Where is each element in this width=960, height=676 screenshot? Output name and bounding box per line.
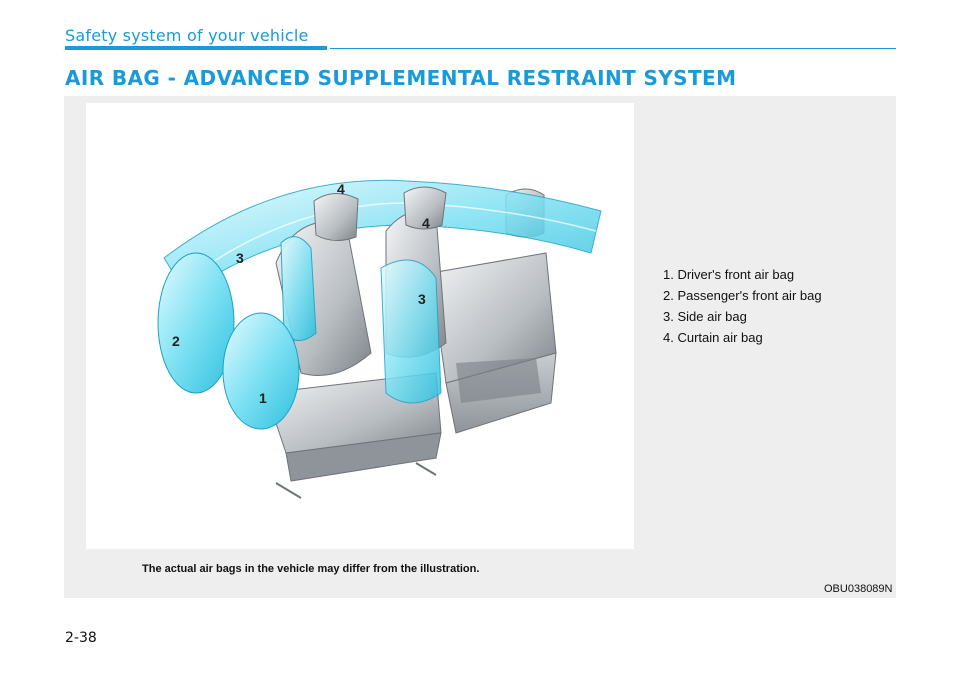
legend-item: 4. Curtain air bag — [663, 330, 763, 345]
callout-4-top: 4 — [337, 181, 345, 197]
legend-item: 2. Passenger's front air bag — [663, 288, 822, 303]
legend-list: 1. Driver's front air bag 2. Passenger's… — [663, 264, 822, 348]
legend-item: 3. Side air bag — [663, 309, 747, 324]
passenger-front-air-bag — [157, 252, 235, 394]
callout-1: 1 — [259, 390, 267, 406]
legend-item: 1. Driver's front air bag — [663, 267, 795, 282]
header-rule — [330, 48, 896, 49]
callout-3-mid: 3 — [418, 291, 426, 307]
side-air-bag-left — [280, 236, 317, 341]
figure-caption: The actual air bags in the vehicle may d… — [142, 563, 480, 575]
callout-2: 2 — [172, 333, 180, 349]
airbag-illustration-svg: 4 3 4 2 3 1 — [157, 179, 602, 499]
figure-code: OBU038089N — [824, 583, 893, 595]
header-underline — [65, 46, 327, 50]
page-title: AIR BAG - ADVANCED SUPPLEMENTAL RESTRAIN… — [65, 66, 737, 90]
side-air-bag-right — [380, 259, 442, 404]
rear-seat — [430, 188, 557, 434]
airbag-illustration: 4 3 4 2 3 1 — [86, 103, 634, 549]
callout-3-left: 3 — [236, 250, 244, 266]
driver-front-air-bag — [222, 312, 300, 430]
section-header: Safety system of your vehicle — [65, 26, 309, 45]
page-number: 2-38 — [65, 630, 97, 646]
callout-4-mid: 4 — [422, 215, 430, 231]
